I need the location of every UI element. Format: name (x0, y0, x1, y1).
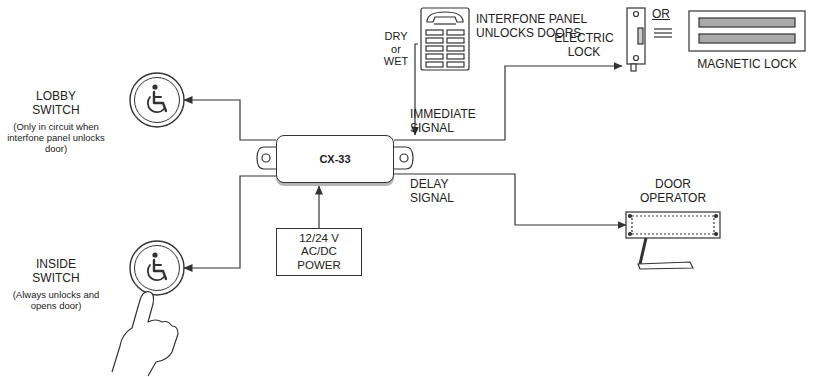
node-text: ELECTRIC LOCK (552, 32, 616, 60)
door-operator: DOOR OPERATOR (626, 212, 720, 238)
controller-box: CX-33 (276, 135, 394, 183)
equivalence-sign (654, 29, 672, 37)
connector (184, 100, 276, 140)
switch-note: (Always unlocks and opens door) (4, 290, 108, 312)
electric-lock-icon (627, 8, 645, 71)
connector (394, 66, 622, 140)
switch-note: (Only in circuit when interfone panel un… (4, 122, 108, 155)
connector (184, 176, 276, 268)
lobby-switch-icon (130, 73, 184, 127)
signal-label: IMMEDIATE SIGNAL (410, 108, 494, 136)
hand-icon (112, 292, 178, 376)
switch-heading: LOBBY SWITCH (18, 90, 94, 118)
inside-switch-icon (130, 241, 184, 295)
magnetic-lock: MAGNETIC LOCK (688, 10, 806, 52)
door-operator-icon (626, 212, 720, 269)
node-text: 12/24 V AC/DC POWER (281, 232, 357, 272)
node-text: DOOR OPERATOR (638, 178, 708, 206)
inside-switch: INSIDE SWITCH (Always unlocks and opens d… (4, 240, 184, 322)
connector (394, 174, 626, 225)
interfone-icon (421, 8, 469, 70)
switch-heading: INSIDE SWITCH (18, 258, 94, 286)
node-text: CX-33 (319, 153, 350, 166)
signal-label: DRY or WET (381, 30, 411, 68)
connector (318, 186, 319, 228)
power-box: 12/24 V AC/DC POWER (276, 228, 362, 276)
magnetic-lock-icon (689, 11, 805, 51)
node-text: MAGNETIC LOCK (688, 58, 806, 72)
lobby-switch: LOBBY SWITCH (Only in circuit when interf… (4, 70, 184, 165)
signal-label: DELAY SIGNAL (410, 178, 494, 206)
or-label: OR (652, 8, 670, 22)
electric-lock: ELECTRIC LOCK (622, 6, 650, 72)
